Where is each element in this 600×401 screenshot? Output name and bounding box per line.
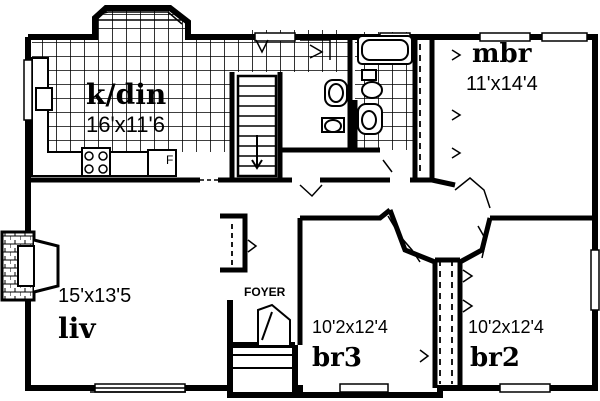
kitchen-dining-label: k/din bbox=[86, 78, 166, 111]
master-bedroom-size: 11'x14'4 bbox=[466, 73, 538, 95]
bathtub bbox=[357, 35, 413, 65]
closets bbox=[231, 44, 453, 384]
bath-vanity bbox=[357, 103, 383, 135]
bifold-doors bbox=[247, 49, 474, 363]
bedroom3-label: br3 bbox=[312, 343, 362, 373]
kitchen-dining-size: 16'x11'6 bbox=[86, 112, 165, 137]
fridge-label: F bbox=[166, 153, 173, 167]
living-bay-window bbox=[85, 387, 190, 393]
master-bedroom-label: mbr bbox=[472, 39, 532, 69]
bath-toilet bbox=[361, 69, 383, 99]
bedroom2-size: 10'2x12'4 bbox=[468, 317, 544, 337]
foyer-front-door bbox=[257, 303, 291, 345]
foyer-label: FOYER bbox=[244, 285, 286, 299]
bedroom3-size: 10'2x12'4 bbox=[312, 317, 388, 337]
interior-walls bbox=[28, 40, 595, 388]
hall-walls bbox=[387, 177, 493, 265]
kitchen-tile-floor bbox=[32, 10, 350, 168]
fireplace bbox=[0, 230, 60, 302]
living-label: liv bbox=[58, 312, 96, 345]
range-burners bbox=[84, 151, 108, 174]
bedroom2-label: br2 bbox=[470, 343, 520, 373]
stairs bbox=[236, 74, 278, 178]
kitchen-bay-window bbox=[98, 11, 186, 25]
half-bath-fixtures bbox=[321, 79, 348, 133]
stair-door-swing bbox=[255, 39, 269, 54]
foyer-steps bbox=[232, 354, 293, 369]
wall-openings bbox=[27, 179, 218, 216]
living-size: 15'x13'5 bbox=[58, 285, 131, 307]
